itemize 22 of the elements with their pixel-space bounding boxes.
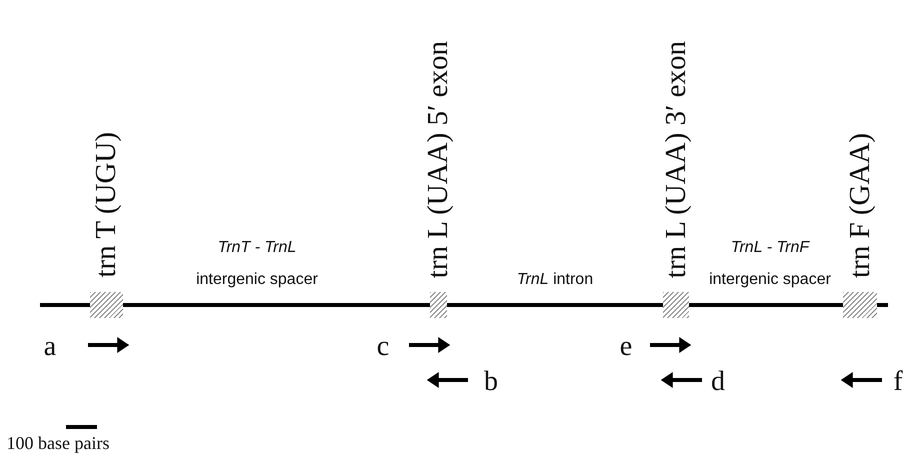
primer-label: d — [711, 368, 725, 396]
region-label: intergenic spacer — [709, 272, 831, 288]
region-label: TrnL - TrnF — [730, 240, 810, 256]
primer-label: c — [376, 333, 390, 361]
dna-strand — [447, 303, 663, 307]
gene-label: trn L (UAA) 3′ exon — [662, 40, 690, 278]
region-label: TrnT - TrnL — [218, 240, 296, 256]
gene-label: trn F (GAA) — [846, 133, 874, 278]
gene-region — [663, 40, 689, 318]
gene-region — [843, 133, 877, 318]
region-label: intergenic spacer — [196, 272, 318, 288]
scale-label: 100 base pairs — [6, 434, 110, 452]
gene-region — [90, 132, 123, 318]
primer-label: b — [484, 368, 498, 396]
primer-label: a — [44, 333, 56, 361]
dna-strand — [123, 303, 430, 307]
gene-label: trn T (UGU) — [92, 132, 121, 278]
dna-strand — [689, 303, 843, 307]
gene-label: trn L (UAA) 5′ exon — [424, 40, 453, 278]
primer-label: e — [620, 333, 632, 361]
region-label: TrnL intron — [516, 272, 594, 288]
primer-label: f — [893, 368, 903, 396]
